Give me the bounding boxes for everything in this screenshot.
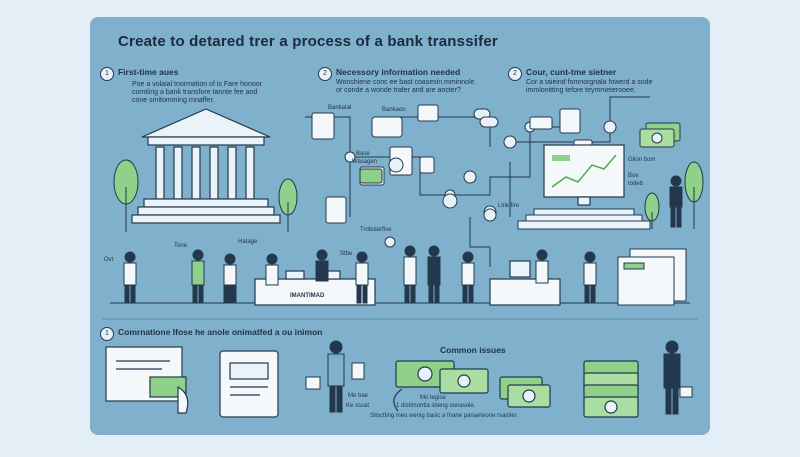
label-base-sub: Wasagen bbox=[352, 159, 378, 165]
infographic-card: Create to detared trer a process of a ba… bbox=[90, 17, 710, 435]
label-boe: Boe bbox=[628, 173, 639, 179]
label-transferfive: Trobsterfive bbox=[360, 227, 392, 233]
step-2-number: 2 bbox=[318, 67, 332, 81]
people-figures bbox=[123, 175, 683, 304]
infographic-artwork bbox=[102, 60, 704, 418]
step-3-line2: immlonitting tefore teymmeterooee. bbox=[526, 87, 636, 94]
stairs-platform bbox=[517, 208, 651, 230]
label-ovt: Ovt bbox=[104, 257, 114, 263]
bottom-phone-doc bbox=[219, 350, 279, 418]
small-label-1: Me bae bbox=[348, 393, 369, 399]
issue-3: Siloctting ineo wenig basic a fnane pana… bbox=[370, 413, 519, 419]
step-1-heading: First-time aues bbox=[118, 67, 179, 77]
label-bankaon: Bankaon bbox=[382, 107, 406, 113]
step-1-line3: cone smitomming rnnaffer. bbox=[132, 97, 215, 104]
bottom-person-right bbox=[663, 340, 693, 415]
monitor-chart-icon bbox=[543, 144, 625, 206]
issue-2: 1 distimontia sbeng ounasole. bbox=[396, 403, 476, 409]
page-title: Create to detared trer a process of a ba… bbox=[118, 33, 498, 50]
label-base: Base bbox=[356, 151, 370, 157]
step-1-number: 1 bbox=[100, 67, 114, 81]
label-bankatal: Bankatal bbox=[328, 105, 352, 111]
step-2-line2: or conde a wonde trafer and are ancter? bbox=[336, 87, 461, 94]
step-2-heading: Necessory information needed bbox=[336, 67, 461, 77]
step-3-line1: Cor a taieind fomnorgnala fowerd a sode bbox=[526, 79, 653, 86]
step-1-line1: Poe a volaial tnormation of is Fare hono… bbox=[132, 81, 262, 88]
tree-right bbox=[644, 161, 704, 229]
small-label-2: Ke sssat bbox=[346, 403, 370, 409]
document-stack bbox=[617, 248, 687, 306]
step-2-line1: Wonshiene conc ee bast coasesin mminnole… bbox=[336, 79, 477, 86]
bottom-number: 1 bbox=[100, 327, 114, 341]
bank-building-icon bbox=[131, 108, 281, 224]
common-issues-heading: Common issues bbox=[440, 345, 506, 355]
bottom-heading: Comrnatione Ifose he anole onimatfed a o… bbox=[118, 327, 323, 337]
tree-left bbox=[113, 159, 298, 232]
label-link: Link fire bbox=[498, 203, 520, 209]
label-stbe: Stbe bbox=[340, 251, 353, 257]
bottom-document-left bbox=[105, 346, 189, 414]
label-boe-sub: todeb bbox=[628, 181, 644, 187]
bottom-person bbox=[305, 340, 365, 413]
bottom-money-bills bbox=[393, 360, 551, 412]
label-tone: Tone bbox=[174, 243, 188, 249]
step-1-line2: comtiing a bank transfore tannte fee and bbox=[132, 89, 258, 96]
bottom-money-stack-right bbox=[583, 360, 639, 418]
money-icons bbox=[359, 108, 681, 184]
label-hatage: Hatage bbox=[238, 239, 258, 245]
counter-sign: IMANTIMAD bbox=[290, 293, 325, 299]
issue-1: Mo legise bbox=[420, 395, 446, 401]
dollar-coins bbox=[388, 157, 497, 222]
step-3-heading: Cour, cunt-tme sietner bbox=[526, 67, 617, 77]
label-glion: Glion bom bbox=[628, 157, 656, 163]
step-3-number: 2 bbox=[508, 67, 522, 81]
